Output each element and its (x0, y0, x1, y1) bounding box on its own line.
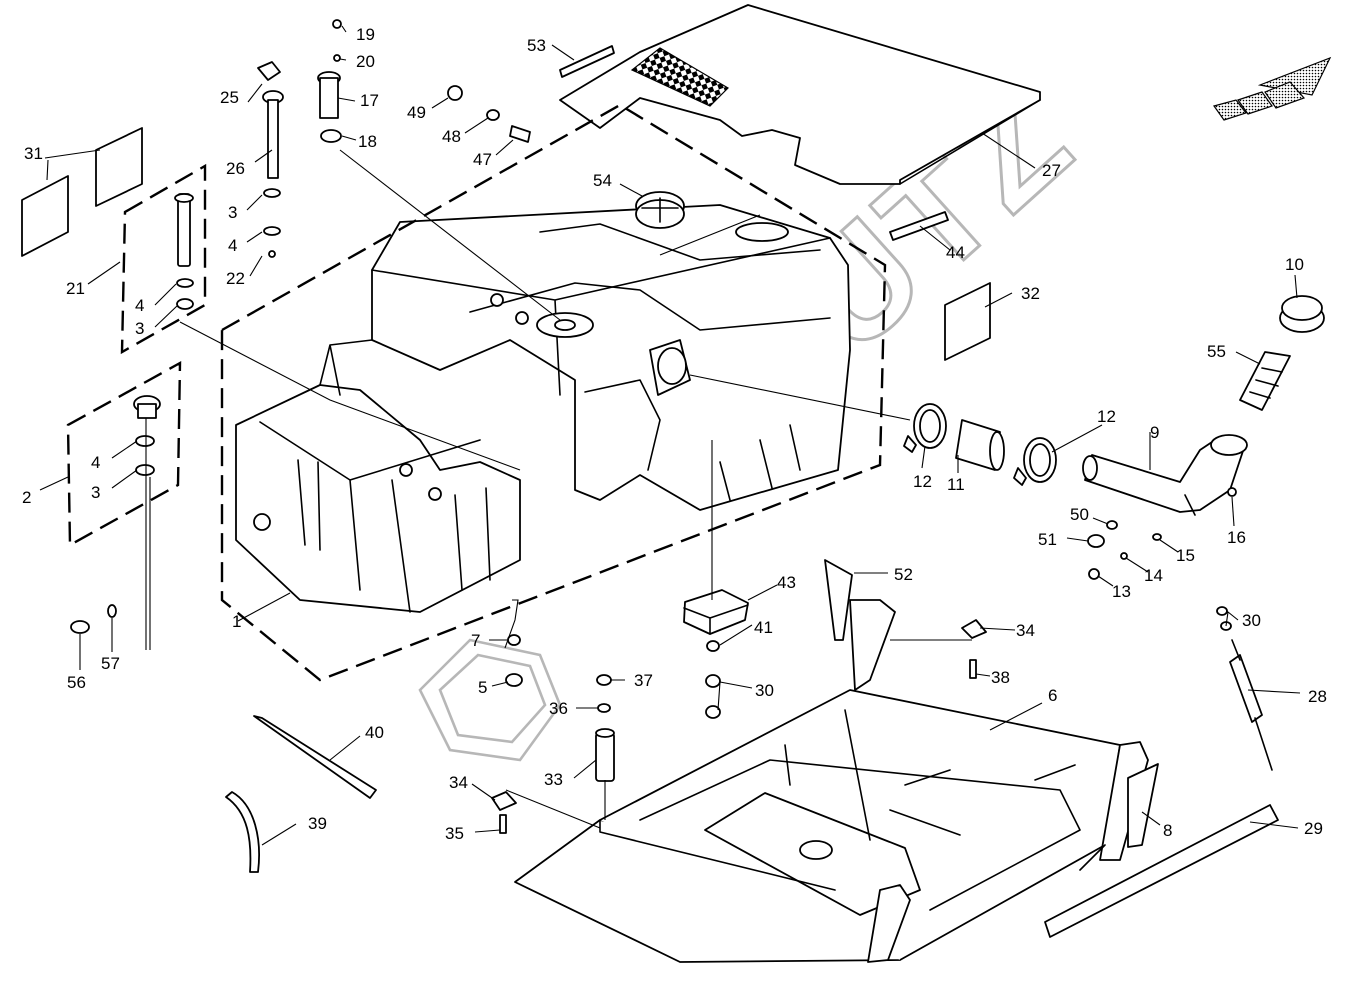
cover-plate (559, 4, 1041, 185)
callout-20: 20 (356, 52, 375, 71)
group-2-outline (66, 360, 182, 548)
forward-direction-arrow-icon (1213, 56, 1332, 121)
callout-53: 53 (527, 36, 546, 55)
callout-26: 26 (226, 159, 245, 178)
sender-unit-17 (317, 19, 342, 143)
callout-4: 4 (135, 296, 144, 315)
pad-set-31 (21, 127, 143, 257)
callout-13: 13 (1112, 582, 1131, 601)
hose-clamp-12a (903, 403, 947, 453)
callout-6: 6 (1048, 686, 1057, 705)
filler-pipe-9 (1082, 434, 1248, 516)
strip-44 (889, 211, 949, 241)
callout-54: 54 (593, 171, 612, 190)
callout-12: 12 (913, 472, 932, 491)
callout-labels: 1 2 3 3 3 4 4 4 5 6 7 8 9 10 11 12 12 13… (22, 25, 1327, 843)
strip-8 (1127, 763, 1159, 848)
tank-group-outline (220, 103, 887, 682)
callout-38: 38 (991, 668, 1010, 687)
callout-34: 34 (449, 773, 468, 792)
callout-55: 55 (1207, 342, 1226, 361)
callout-50: 50 (1070, 505, 1089, 524)
callout-29: 29 (1304, 819, 1323, 838)
callout-1: 1 (232, 612, 241, 631)
callout-2: 2 (22, 488, 31, 507)
rod-40 (253, 715, 377, 799)
callout-16: 16 (1227, 528, 1246, 547)
callout-15: 15 (1176, 546, 1195, 565)
callout-44: 44 (946, 243, 965, 262)
pad-32 (944, 282, 991, 361)
callout-18: 18 (358, 132, 377, 151)
leader-lines (39, 25, 1301, 846)
cable-28 (1216, 606, 1273, 771)
callout-30: 30 (1242, 611, 1261, 630)
callout-19: 19 (356, 25, 375, 44)
callout-12: 12 (1097, 407, 1116, 426)
callout-56: 56 (67, 673, 86, 692)
callout-5: 5 (478, 678, 487, 697)
strainer-55 (1239, 351, 1291, 411)
callout-22: 22 (226, 269, 245, 288)
callout-37: 37 (634, 671, 653, 690)
plug-56-57 (70, 604, 117, 634)
callout-49: 49 (407, 103, 426, 122)
callout-51: 51 (1038, 530, 1057, 549)
strip-53 (559, 45, 615, 78)
callout-17: 17 (360, 91, 379, 110)
callout-7: 7 (471, 631, 480, 650)
callout-43: 43 (777, 573, 796, 592)
callout-52: 52 (894, 565, 913, 584)
filler-cap-54 (635, 191, 685, 229)
drain-tube-21 (174, 193, 194, 310)
callout-28: 28 (1308, 687, 1327, 706)
callout-4: 4 (91, 453, 100, 472)
callout-32: 32 (1021, 284, 1040, 303)
callout-8: 8 (1163, 821, 1172, 840)
callout-34: 34 (1016, 621, 1035, 640)
callout-3: 3 (228, 203, 237, 222)
hose-11 (955, 419, 1005, 471)
strip-29 (1044, 804, 1279, 938)
callout-11: 11 (947, 475, 965, 494)
hose-clamp-12b (1013, 437, 1057, 486)
callout-40: 40 (365, 723, 384, 742)
bolt-set-47 (447, 85, 531, 143)
callout-30: 30 (755, 681, 774, 700)
drain-plug-2 (133, 395, 161, 476)
callout-48: 48 (442, 127, 461, 146)
callout-10: 10 (1285, 255, 1304, 274)
callout-3: 3 (91, 483, 100, 502)
callout-35: 35 (445, 824, 464, 843)
callout-31: 31 (24, 144, 43, 163)
rubber-block-43 (683, 589, 749, 635)
strip-39 (225, 791, 260, 873)
callout-39: 39 (308, 814, 327, 833)
nut-set-41-30 (705, 640, 721, 719)
group-21-outline (120, 163, 207, 355)
spacer-33 (595, 674, 615, 782)
callout-21: 21 (66, 279, 85, 298)
callout-36: 36 (549, 699, 568, 718)
fuel-tank (235, 204, 851, 613)
callout-47: 47 (473, 150, 492, 169)
callout-4: 4 (228, 236, 237, 255)
bracket-34b (961, 619, 987, 679)
vent-tube-26 (257, 61, 284, 258)
bracket-34a (491, 791, 517, 834)
callout-33: 33 (544, 770, 563, 789)
callout-57: 57 (101, 654, 120, 673)
callout-9: 9 (1150, 423, 1159, 442)
bracket-52 (824, 559, 853, 641)
cap-10 (1279, 295, 1325, 333)
callout-41: 41 (754, 618, 773, 637)
support-frame-6 (514, 599, 1149, 963)
callout-27: 27 (1042, 161, 1061, 180)
callout-3: 3 (135, 319, 144, 338)
callout-14: 14 (1144, 566, 1163, 585)
callout-25: 25 (220, 88, 239, 107)
small-hardware-13-16-50-51 (1087, 487, 1237, 580)
